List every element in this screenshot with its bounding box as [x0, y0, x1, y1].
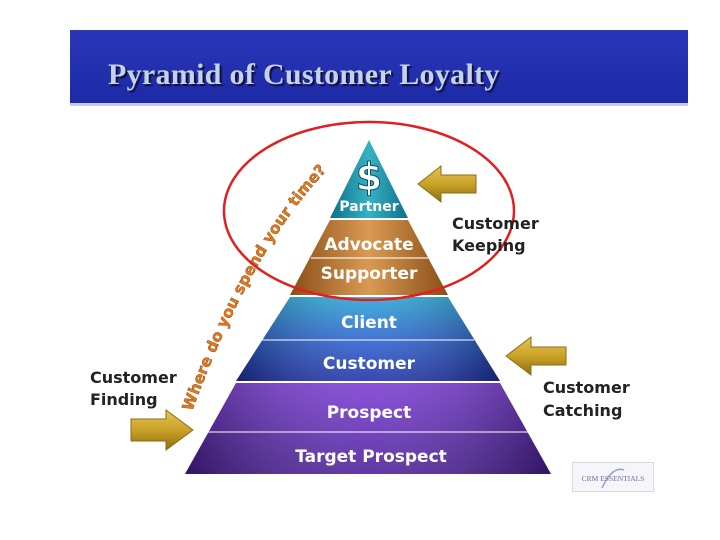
- page-title: Pyramid of Customer Loyalty: [108, 58, 500, 91]
- level-advocate: Advocate: [324, 235, 413, 255]
- level-client: Client: [341, 313, 397, 333]
- focus-circle: [222, 120, 516, 302]
- customer-keeping-line2: Keeping: [452, 236, 526, 255]
- level-prospect: Prospect: [327, 403, 412, 423]
- level-customer: Customer: [323, 354, 416, 374]
- arrow-left-icon: [417, 164, 477, 204]
- title-bar: [70, 30, 688, 103]
- customer-finding-line2: Finding: [90, 390, 158, 409]
- arrow-left-icon: [505, 335, 567, 377]
- crm-essentials-logo: CRM ESSENTIALS: [572, 462, 654, 492]
- level-supporter: Supporter: [321, 264, 418, 284]
- customer-keeping-line1: Customer: [452, 214, 539, 233]
- title-rule: [70, 103, 688, 106]
- logo-text: CRM ESSENTIALS: [582, 474, 645, 483]
- dollar-symbol: $: [356, 155, 382, 199]
- customer-finding-line1: Customer: [90, 368, 177, 387]
- customer-catching-line2: Catching: [543, 401, 622, 420]
- customer-catching-line1: Customer: [543, 378, 630, 397]
- level-partner: Partner: [339, 199, 398, 215]
- arrow-right-icon: [130, 409, 194, 451]
- tier-top: [330, 140, 408, 218]
- tier-purple-shade: [185, 383, 551, 474]
- level-target-prospect: Target Prospect: [295, 447, 447, 467]
